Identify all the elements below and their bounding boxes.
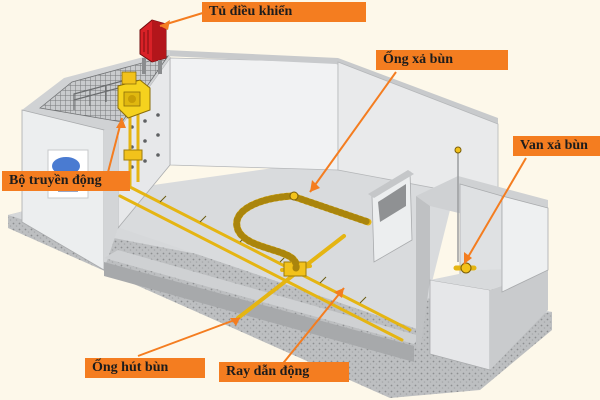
label-drive-unit: Bộ truyền động [2, 171, 130, 191]
label-drive-rail: Ray dẫn động [219, 362, 349, 382]
drive-rail [118, 184, 412, 342]
right-tall-wall [501, 195, 549, 293]
weir-channel [378, 184, 406, 222]
right-block-front [416, 196, 430, 352]
front-wall-face [104, 262, 414, 362]
control-cabinet [139, 19, 167, 74]
drive-unit [117, 71, 151, 119]
leader-lines [105, 11, 527, 373]
tank-floor [118, 160, 455, 330]
label-sludge-suction-pipe: Ống hút bùn [85, 358, 205, 378]
label-control-cabinet: Tủ điều khiển [202, 2, 366, 22]
shaft-collar [123, 149, 143, 161]
back-wall-top [165, 50, 498, 124]
pipe-joint [289, 191, 299, 201]
leader-arrowheads [116, 20, 472, 326]
right-block-face-low [429, 279, 491, 371]
sludge-outlet-pipe-drawing [233, 192, 372, 272]
right-block-side [490, 270, 548, 370]
weir-wall-top [368, 170, 414, 198]
left-outer-wall-side [104, 130, 118, 270]
drive-shaft [128, 108, 140, 186]
label-sludge-outlet-pipe: Ống xả bùn [376, 50, 508, 70]
back-inner-wall [169, 57, 339, 171]
label-sludge-valve: Van xả bùn [513, 136, 600, 156]
sludge-valve-drawing [453, 146, 477, 274]
